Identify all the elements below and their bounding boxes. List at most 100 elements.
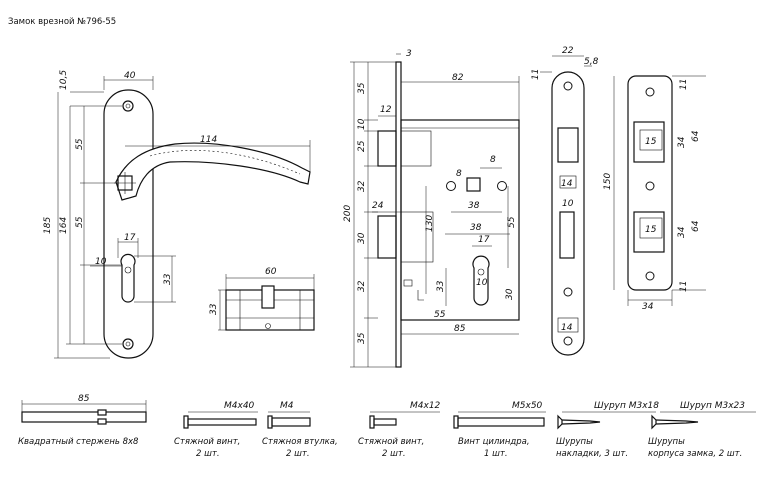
dim-30b: 30 xyxy=(505,288,515,300)
dim-side-22: 22 xyxy=(562,46,574,56)
dim-24: 24 xyxy=(372,201,384,211)
dim-handle-upper: 55 xyxy=(75,138,85,150)
dim-35a: 35 xyxy=(357,82,367,94)
svg-text:Стяжной винт,: Стяжной винт, xyxy=(358,437,424,447)
dim-side-10: 10 xyxy=(562,199,574,209)
svg-text:Стяжноя втулка,: Стяжноя втулка, xyxy=(262,437,338,447)
dim-strike-34w: 34 xyxy=(642,302,654,312)
dim-handle-lever: 114 xyxy=(200,135,217,145)
dim-handle-cylw: 17 xyxy=(124,233,136,243)
drawing-title: Замок врезной №796-55 xyxy=(8,17,116,27)
dim-25: 25 xyxy=(357,140,367,152)
dim-depth: 82 xyxy=(452,73,464,83)
dim-handle-middle: 164 xyxy=(59,217,69,234)
dim-38a: 38 xyxy=(468,201,480,211)
parts-row: 85 Квадратный стержень 8х8 M4x40 Стяжной… xyxy=(18,394,756,459)
lock-case xyxy=(400,119,520,321)
dim-38b: 38 xyxy=(470,223,482,233)
side-view: 22 5,8 11 14 10 14 xyxy=(531,46,599,356)
svg-text:2 шт.: 2 шт. xyxy=(286,449,310,459)
dim-side-14a: 14 xyxy=(561,179,573,189)
handle-screw-top xyxy=(122,100,134,112)
dim-33: 33 xyxy=(436,280,446,292)
svg-text:85: 85 xyxy=(78,394,90,404)
svg-text:1 шт.: 1 шт. xyxy=(484,449,508,459)
dim-handle-cylh: 33 xyxy=(163,273,173,285)
dim-strike-64b: 64 xyxy=(691,220,701,232)
dim-strike-34a: 34 xyxy=(677,136,687,148)
svg-text:2 шт.: 2 шт. xyxy=(382,449,406,459)
part-screw-m5x50: M5x50 Винт цилиндра, 1 шт. xyxy=(453,401,546,459)
lock-latch xyxy=(377,130,397,167)
handle-screw-bottom xyxy=(122,338,134,350)
dim-handle-cyld: 10 xyxy=(95,257,107,267)
svg-text:M4x40: M4x40 xyxy=(224,401,255,411)
dim-plate: 3 xyxy=(406,49,412,59)
dim-32a: 32 xyxy=(357,180,367,192)
dim-strike-11b: 11 xyxy=(679,281,689,292)
dim-strike-15b: 15 xyxy=(645,225,657,235)
dim-200: 200 xyxy=(343,205,353,222)
svg-text:M5x50: M5x50 xyxy=(512,401,543,411)
dim-cylinder-h: 33 xyxy=(209,303,219,315)
dim-handle-top: 10,5 xyxy=(59,70,69,90)
dim-55v: 55 xyxy=(507,216,517,228)
dim-12: 12 xyxy=(380,105,392,115)
dim-strike-15a: 15 xyxy=(645,137,657,147)
side-latch-slot xyxy=(557,127,579,163)
dim-17: 17 xyxy=(478,235,490,245)
svg-text:Винт цилиндра,: Винт цилиндра, xyxy=(458,437,530,447)
dim-30a: 30 xyxy=(357,232,367,244)
dim-strike-11a: 11 xyxy=(679,79,689,90)
svg-text:2 шт.: 2 шт. xyxy=(196,449,220,459)
dim-10b: 10 xyxy=(476,278,488,288)
lock-spindle xyxy=(466,177,481,192)
lock-cylinder-hole xyxy=(472,255,490,306)
dim-side-58: 5,8 xyxy=(584,57,599,67)
part-screw-m4x40: M4x40 Стяжной винт, 2 шт. xyxy=(174,401,258,459)
handle-view: 40 10,5 185 164 55 55 114 17 10 33 xyxy=(43,70,311,359)
dim-handle-lower: 55 xyxy=(75,216,85,228)
part-screw-m4x12: M4x12 Стяжной винт, 2 шт. xyxy=(358,401,441,459)
lock-faceplate xyxy=(395,61,402,368)
dim-cylinder-len: 60 xyxy=(265,267,277,277)
dim-32b: 32 xyxy=(357,280,367,292)
dim-strike-34b: 34 xyxy=(677,226,687,238)
part-wood-screw-m3x23: Шуруп М3х23 Шурупы корпуса замка, 2 шт. xyxy=(648,401,756,459)
side-faceplate xyxy=(551,71,585,356)
svg-text:накладки, 3 шт.: накладки, 3 шт. xyxy=(556,449,628,459)
dim-85h: 85 xyxy=(454,324,466,334)
svg-text:M4x12: M4x12 xyxy=(410,401,441,411)
svg-text:корпуса замка, 2 шт.: корпуса замка, 2 шт. xyxy=(648,449,742,459)
part-square-rod: 85 Квадратный стержень 8х8 xyxy=(18,394,147,447)
strike-plate-view: 150 11 15 34 64 15 34 64 11 34 xyxy=(603,75,706,312)
svg-text:Шуруп М3х23: Шуруп М3х23 xyxy=(680,401,745,411)
dim-handle-width: 40 xyxy=(124,71,136,81)
handle-lever xyxy=(115,142,311,201)
handle-plate xyxy=(103,89,154,359)
svg-text:Шурупы: Шурупы xyxy=(556,437,593,447)
dim-55h: 55 xyxy=(434,310,446,320)
svg-text:Шуруп М3х18: Шуруп М3х18 xyxy=(594,401,659,411)
lock-body-view: 3 82 200 35 10 25 32 30 32 35 12 24 130 … xyxy=(343,49,520,368)
dim-8b: 8 xyxy=(490,155,496,165)
dim-side-11: 11 xyxy=(531,69,541,80)
part-wood-screw-m3x18: Шуруп М3х18 Шурупы накладки, 3 шт. xyxy=(556,401,659,459)
dim-strike-64a: 64 xyxy=(691,130,701,142)
side-bolt-slot xyxy=(559,211,575,259)
dim-35b: 35 xyxy=(357,332,367,344)
dim-8a: 8 xyxy=(456,169,462,179)
lock-bolt xyxy=(377,215,397,259)
cylinder-view: 60 33 xyxy=(209,267,315,331)
svg-text:Стяжной винт,: Стяжной винт, xyxy=(174,437,240,447)
dim-side-14b: 14 xyxy=(561,323,573,333)
svg-text:Квадратный стержень 8х8: Квадратный стержень 8х8 xyxy=(18,437,139,447)
part-sleeve-m4: M4 Стяжноя втулка, 2 шт. xyxy=(262,401,338,459)
strike-plate xyxy=(627,75,673,291)
svg-text:Шурупы: Шурупы xyxy=(648,437,685,447)
dim-130: 130 xyxy=(425,215,435,232)
strike-latch-slot xyxy=(633,121,665,163)
handle-cylinder-hole xyxy=(120,253,136,303)
dim-handle-total: 185 xyxy=(43,217,53,234)
